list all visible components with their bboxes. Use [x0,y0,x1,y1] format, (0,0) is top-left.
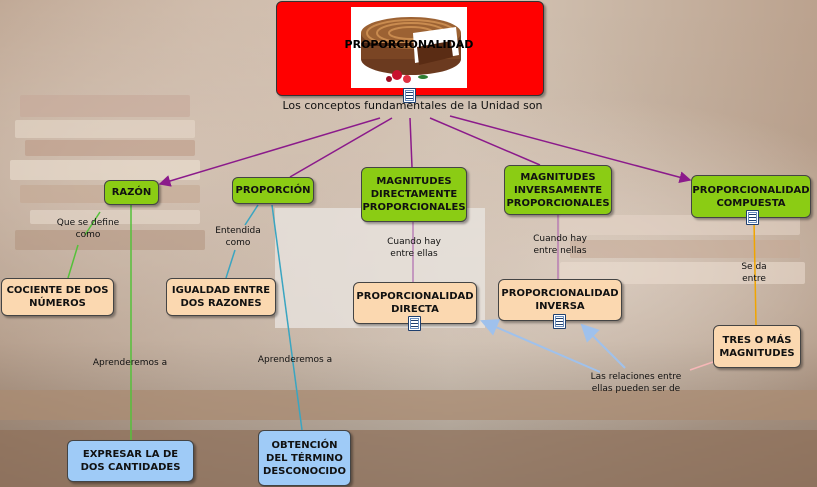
decor-book [30,210,200,224]
decor-book [560,262,805,284]
title-label: PROPORCIONALIDAD [344,38,474,51]
label-cuando-hay-2: Cuando hay entre nellas [533,234,587,256]
node-igualdad[interactable]: IGUALDAD ENTRE DOS RAZONES [166,278,276,316]
document-icon[interactable] [746,210,759,225]
link-intro-proporcion [289,117,393,178]
label-relaciones: Las relaciones entre ellas pueden ser de [590,372,682,394]
decor-book [570,240,800,258]
cake-illustration [361,17,461,83]
node-magnitudes-inversas[interactable]: MAGNITUDES INVERSAMENTE PROPORCIONALES [504,165,612,215]
decor-book [10,160,200,180]
node-cociente[interactable]: COCIENTE DE DOS NÚMEROS [1,278,114,316]
link-label-cociente [67,244,79,279]
label-entendida: Entendida como [215,226,261,248]
link-compuesta-tres [753,219,757,326]
label-aprenderemos-1: Aprenderemos a [92,358,168,368]
link-intro-compuesta [449,115,692,184]
cake-image [351,7,467,88]
node-razon[interactable]: RAZÓN [104,180,159,205]
node-proporcionalidad-directa[interactable]: PROPORCIONALIDAD DIRECTA [353,282,477,324]
link-proporcion-obtencion [271,204,303,431]
node-proporcion[interactable]: PROPORCIÓN [232,177,314,204]
link-relaciones-directa [480,319,601,373]
label-se-da-entre: Se da entre [741,262,767,284]
node-obtencion[interactable]: OBTENCIÓN DEL TÉRMINO DESCONOCIDO [258,430,351,486]
document-icon[interactable] [408,316,421,331]
link-intro-directas [409,117,413,168]
node-tres-magnitudes[interactable]: TRES O MÁS MAGNITUDES [713,325,801,368]
decor-book [15,120,195,138]
node-expresar[interactable]: EXPRESAR LA DE DOS CANTIDADES [67,440,194,482]
label-aprenderemos-2: Aprenderemos a [257,355,333,365]
node-magnitudes-directas[interactable]: MAGNITUDES DIRECTAMENTE PROPORCIONALES [361,167,467,222]
link-relaciones-inversa [580,323,626,369]
link-proporcion-label [244,204,259,226]
label-que-se-define: Que se define como [56,218,120,240]
link-tres-relaciones [689,361,714,371]
decor-book [20,95,190,117]
decor-book [25,140,195,156]
decor-book [15,230,205,250]
link-intro-inversas [429,117,541,166]
link-razon-label [84,211,101,236]
document-icon[interactable] [553,314,566,329]
link-intro-razon [158,117,381,187]
intro-label: Los conceptos fundamentales de la Unidad… [282,99,543,112]
label-cuando-hay-1: Cuando hay entre ellas [387,237,441,259]
node-proporcionalidad-compuesta[interactable]: PROPORCIONALIDAD COMPUESTA [691,175,811,218]
decor-book [560,215,800,235]
document-icon[interactable] [403,88,416,103]
link-label-igualdad [225,249,236,279]
decor-shelf [0,390,817,420]
